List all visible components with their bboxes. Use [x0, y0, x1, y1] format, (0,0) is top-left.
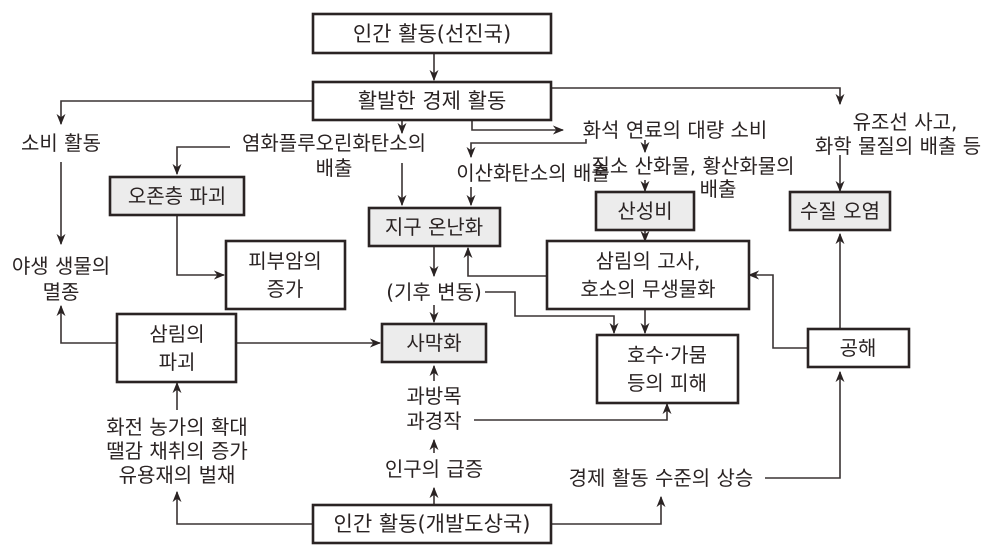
node-developed-activity: 인간 활동(선진국) [311, 12, 553, 55]
node-label-line: 삼림의 [149, 322, 204, 346]
label-cfc-emission-line: 염화플루오린화탄소의 [242, 131, 426, 155]
node-active-economy: 활발한 경제 활동 [311, 80, 553, 122]
node-skin-cancer: 피부암의 증가 [224, 239, 347, 311]
label-fossil-fuel: 화석 연료의 대량 소비 [583, 118, 768, 142]
node-water-pollution: 수질 오염 [788, 190, 892, 232]
label-oil-spill-line: 화학 물질의 배출 등 [815, 134, 981, 158]
edge-economy-to-consumption [56, 100, 313, 126]
node-label-line: 삼림의 고사, [596, 249, 701, 273]
node-label: 사막화 [406, 331, 461, 355]
node-lake-drought-damage: 호수·가뭄 등의 피해 [595, 333, 740, 405]
node-label: 인간 활동(선진국) [353, 22, 511, 46]
label-overgrazing-line: 과경작 [406, 409, 461, 433]
edge-climate-to-lakedamage [485, 291, 619, 335]
node-label: 인간 활동(개발도상국) [334, 512, 531, 536]
node-forest-lake-damage: 삼림의 고사, 호소의 무생물화 [545, 239, 751, 311]
node-label: 산성비 [617, 199, 672, 223]
edge-economy-to-fossil [471, 120, 565, 135]
label-climate-change: (기후 변동) [386, 280, 482, 304]
node-global-warming: 지구 온난화 [367, 206, 502, 248]
node-label: 수질 오염 [800, 199, 880, 223]
label-wildlife-extinction-line: 멸종 [43, 280, 80, 304]
edges [56, 53, 845, 525]
node-label-line: 호수·가뭄 [627, 343, 707, 367]
label-population-surge: 인구의 급증 [385, 457, 483, 481]
label-economic-rise: 경제 활동 수준의 상승 [569, 466, 754, 490]
node-forest-destruction: 삼림의 파괴 [115, 312, 238, 384]
node-desertification: 사막화 [380, 322, 488, 364]
label-slash-burn-line: 유용재의 벌채 [119, 463, 236, 487]
edge-ozone-to-skincancer [176, 216, 226, 280]
node-label-line: 등의 피해 [627, 371, 707, 395]
node-label-line: 호소의 무생물화 [580, 277, 715, 301]
edge-pollution-to-forestlake [747, 270, 808, 349]
node-label: 활발한 경제 활동 [358, 89, 507, 113]
node-label: 오존층 파괴 [128, 184, 226, 208]
label-nox-sox-line: 질소 산화물, 황산화물의 [591, 154, 794, 178]
label-consumption: 소비 활동 [21, 131, 101, 155]
label-nox-sox-line: 배출 [700, 177, 737, 201]
label-wildlife-extinction-line: 야생 생물의 [12, 254, 110, 278]
node-label-line: 파괴 [159, 350, 196, 374]
node-label: 공해 [840, 336, 877, 360]
node-developing-activity: 인간 활동(개발도상국) [311, 503, 553, 545]
edge-forestlake-to-warming [463, 246, 547, 277]
node-label-line: 피부암의 [248, 249, 322, 273]
edge-cfc-to-ozone [172, 146, 230, 176]
edge-developing-to-slashburn [172, 490, 313, 525]
label-slash-burn-line: 땔감 채취의 증가 [106, 439, 248, 463]
edge-developing-to-econrise [551, 495, 666, 525]
node-ozone-depletion: 오존층 파괴 [108, 175, 246, 217]
edge-fossil-to-co2 [466, 139, 587, 159]
edge-forestdest-to-wildlife [56, 304, 117, 344]
label-slash-burn-line: 화전 농가의 확대 [106, 415, 248, 439]
node-acid-rain: 산성비 [594, 190, 696, 232]
label-oil-spill-line: 유조선 사고, [853, 110, 958, 134]
edge-overgrazing-to-lakedamage [474, 402, 672, 421]
label-cfc-emission-line: 배출 [316, 156, 353, 180]
node-pollution: 공해 [806, 327, 911, 369]
label-overgrazing-line: 과방목 [406, 384, 461, 408]
label-co2-emission: 이산화탄소의 배출 [456, 161, 610, 185]
node-label-line: 증가 [267, 277, 304, 301]
edge-econrise-to-pollution [765, 370, 845, 479]
node-label: 지구 온난화 [385, 215, 483, 239]
edge-economy-to-oilspill [551, 87, 845, 106]
